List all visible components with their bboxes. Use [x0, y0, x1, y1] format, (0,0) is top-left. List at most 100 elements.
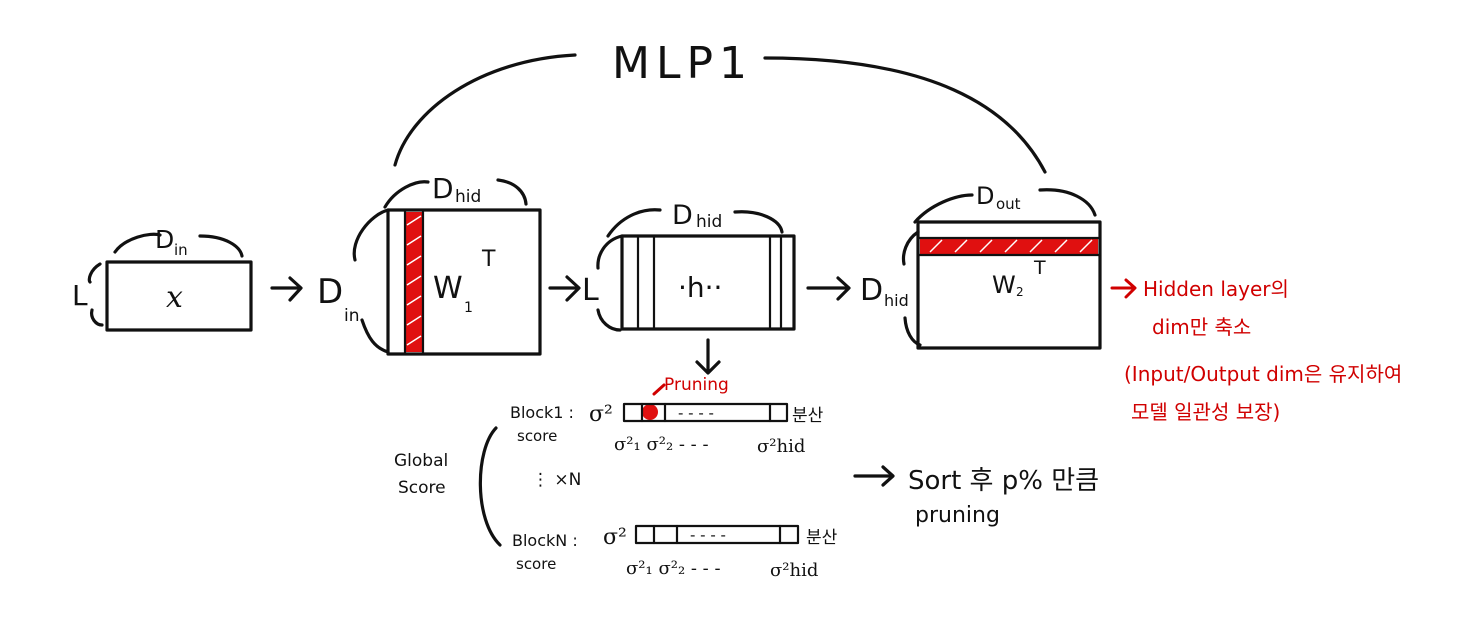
hidden-column-lines: [636, 234, 783, 331]
w2-height-brace-top: [901, 230, 920, 266]
red-note-line4: 모델 일관성 보장): [1131, 400, 1280, 424]
arrow-head: [836, 276, 851, 301]
hidden-top-brace-right: [733, 210, 784, 234]
sort-note-line2: pruning: [915, 503, 1000, 528]
arrow-hidden-to-w2: [806, 276, 851, 301]
w1-label-main: W: [433, 271, 463, 306]
sort-note: Sort 후 p% 만큼 pruning: [853, 465, 1099, 528]
repeat-label: ⋮ ×N: [532, 470, 581, 490]
block1-subtitle: score: [517, 427, 557, 445]
blockN-row: BlockN : score σ² - - - - 분산 σ²₁ σ²₂ - -…: [512, 524, 838, 581]
block1-bar-dividers: [640, 402, 772, 423]
w2-label-main: W: [992, 271, 1016, 299]
w1-top-dim-sub: hid: [455, 187, 481, 207]
diagram-title: MLP1: [612, 38, 753, 89]
w2-input-dim-main: D: [860, 273, 883, 308]
block1-score-bar: [622, 402, 789, 423]
input-height-brace-bottom: [90, 308, 104, 327]
global-score-line2: Score: [398, 478, 446, 498]
blockN-sigma-last: σ²hid: [770, 560, 818, 581]
sort-note-line1: Sort 후 p% 만큼: [908, 466, 1099, 496]
input-width-brace-left: [113, 232, 162, 254]
w2-label-sup: T: [1033, 257, 1046, 279]
w1-column-lines: [403, 208, 425, 356]
input-matrix-box: [105, 260, 253, 332]
hidden-height-brace-top: [596, 234, 624, 270]
hidden-matrix: L D hid ·h··: [582, 200, 796, 332]
red-arrow-head: [1124, 278, 1137, 299]
input-symbol: x: [166, 280, 183, 315]
block1-row: Block1 : score σ² - - - - 분산 σ²₁ σ²₂ - -…: [510, 402, 824, 457]
input-width-label-main: D: [155, 225, 174, 254]
w1-top-brace-left: [383, 180, 430, 209]
block1-title: Block1 :: [510, 403, 574, 422]
input-matrix: D in L x: [72, 225, 253, 332]
block1-variance-word: 분산: [792, 406, 824, 426]
w1-label-sub: 1: [464, 300, 473, 316]
w2-top-brace-left: [913, 193, 974, 224]
input-height-label: L: [72, 279, 88, 312]
pruning-label: Pruning: [664, 375, 729, 395]
w1-top-brace-right: [496, 178, 528, 206]
blockN-score-bar: [634, 524, 800, 545]
global-score-line1: Global: [394, 451, 448, 471]
arrow-w1-to-hidden: [548, 275, 581, 302]
blockN-sigma-sequence: σ²₁ σ²₂ - - -: [626, 558, 721, 579]
block1-sigma-last: σ²hid: [757, 436, 805, 457]
red-note-line3: (Input/Output dim은 유지하여: [1124, 362, 1402, 386]
w2-row-lines: [916, 236, 1102, 257]
w2-input-dim-sub: hid: [884, 291, 909, 310]
hidden-height-brace-bottom: [596, 308, 622, 332]
block1-sigma-label: σ²: [589, 402, 613, 427]
w2-matrix-box: [916, 220, 1102, 350]
blockN-bar-dividers: [652, 524, 782, 545]
w1-matrix-box: [386, 208, 542, 356]
input-width-label-sub: in: [174, 241, 188, 259]
global-score-section: Global Score ⋮ ×N Pruning Block1 : score…: [394, 375, 838, 581]
title-left-arc: [393, 53, 577, 167]
blockN-title: BlockN :: [512, 531, 578, 550]
arrow-input-to-w1: [270, 276, 303, 302]
red-note-line1: Hidden layer의: [1143, 277, 1289, 301]
arrow-head: [288, 276, 303, 302]
blockN-sigma-label: σ²: [603, 525, 627, 550]
hidden-matrix-box: [620, 234, 796, 331]
w1-top-dim-main: D: [432, 172, 454, 205]
input-width-brace-right: [198, 234, 244, 258]
global-score-brace: [478, 426, 502, 547]
block1-sigma-sequence: σ²₁ σ²₂ - - -: [614, 434, 709, 455]
red-note: Hidden layer의 dim만 축소 (Input/Output dim은…: [1110, 277, 1402, 424]
w2-pruned-row-hatch: [929, 239, 1093, 253]
hidden-top-brace-left: [606, 208, 662, 238]
hidden-top-dim-main: D: [672, 200, 693, 231]
blockN-variance-word: 분산: [806, 528, 838, 548]
block1-pruned-element: [642, 404, 658, 420]
blockN-dots: - - - -: [690, 526, 726, 544]
title-right-arc: [763, 56, 1047, 174]
arrow-head: [695, 360, 721, 375]
w1-label-sup: T: [481, 247, 496, 272]
w2-top-dim-sub: out: [996, 195, 1021, 213]
hidden-label: ·h··: [678, 271, 722, 304]
w1-height-brace-bottom: [360, 318, 390, 354]
blockN-subtitle: score: [516, 555, 556, 573]
arrow-head: [565, 275, 581, 302]
w2-top-dim-main: D: [976, 182, 994, 210]
title-group: MLP1: [393, 38, 1047, 174]
pruning-pointer: [652, 383, 666, 396]
w1-input-dim-main: D: [317, 272, 343, 312]
w1-input-dim-sub: in: [344, 306, 360, 326]
block1-dots: - - - -: [678, 404, 714, 422]
input-height-brace-top: [87, 262, 102, 284]
hidden-top-dim-sub: hid: [696, 212, 722, 232]
w2-top-brace-right: [1038, 188, 1097, 217]
hidden-height-label: L: [582, 273, 599, 308]
red-note-line2: dim만 축소: [1152, 315, 1251, 339]
w2-matrix: D hid D out W 2 T: [860, 182, 1102, 350]
w2-label-sub: 2: [1016, 285, 1024, 299]
w2-pruned-row: [920, 238, 1098, 254]
sort-arrow-head: [881, 465, 895, 487]
w1-matrix: D in D hid W 1 T: [317, 172, 542, 356]
arrow-hidden-down: [695, 338, 721, 375]
